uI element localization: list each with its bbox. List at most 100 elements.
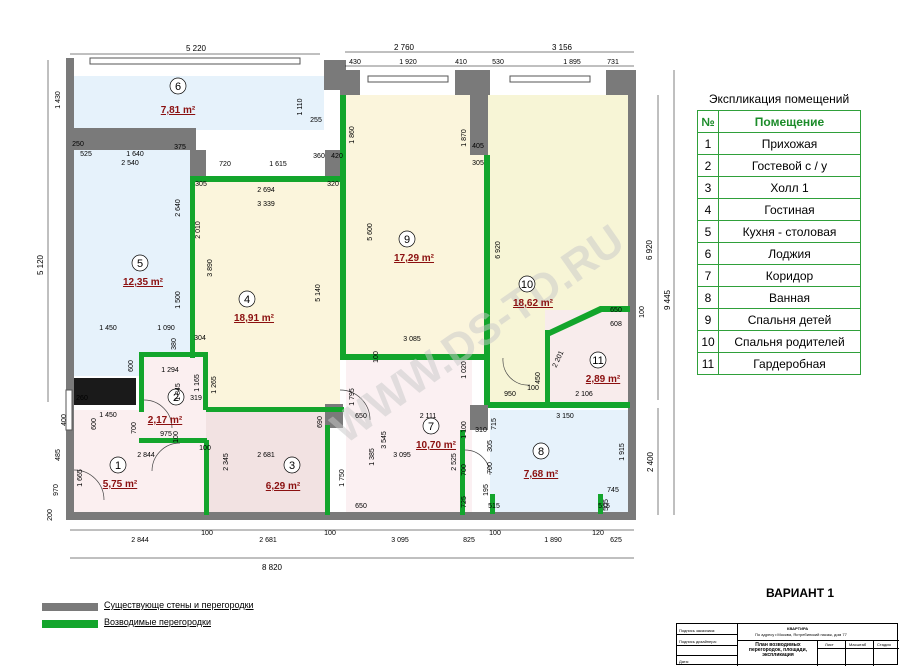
svg-text:2 760: 2 760 — [394, 43, 415, 52]
legend-row-num: 4 — [697, 198, 719, 221]
room-9-fill — [346, 95, 486, 357]
svg-text:485: 485 — [55, 449, 62, 461]
svg-text:608: 608 — [610, 321, 622, 328]
legend-row-name: Прихожая — [718, 132, 861, 155]
svg-text:7,81 m²: 7,81 m² — [161, 105, 196, 116]
stamp-address: По адресу г.Москва, Ястребинский пасаж, … — [755, 632, 847, 637]
svg-text:310: 310 — [475, 427, 487, 434]
svg-text:12,35 m²: 12,35 m² — [123, 277, 164, 288]
svg-text:1 615: 1 615 — [269, 161, 287, 168]
room-8-fill — [490, 410, 630, 515]
room-label-5: 5 12,35 m² — [123, 254, 164, 288]
legend-row-name: Лоджия — [718, 242, 861, 265]
svg-text:2,17 m²: 2,17 m² — [148, 415, 183, 426]
stamp-col-list: Лист — [825, 642, 834, 647]
svg-text:1 795: 1 795 — [349, 388, 356, 406]
svg-text:400: 400 — [61, 414, 68, 426]
svg-text:5 120: 5 120 — [36, 254, 45, 275]
svg-text:250: 250 — [72, 141, 84, 148]
svg-text:515: 515 — [598, 503, 610, 510]
stamp-col-stage: Стадия — [877, 642, 891, 647]
room-6-fill — [72, 76, 324, 130]
new-walls — [139, 95, 630, 515]
stamp-designer: Подпись дизайнера: — [679, 639, 717, 644]
legend-title: Экспликация помещений — [708, 92, 850, 106]
stair-hatch — [74, 378, 136, 405]
room-label-9: 9 17,29 m² — [394, 230, 435, 264]
svg-text:715: 715 — [491, 418, 498, 430]
svg-text:17,29 m²: 17,29 m² — [394, 253, 435, 264]
svg-text:7: 7 — [428, 421, 434, 433]
svg-text:8 820: 8 820 — [262, 563, 283, 572]
key-new-label: Возводимые перегородки — [104, 617, 211, 627]
key-new-swatch — [42, 620, 98, 628]
room-7-fill — [346, 360, 472, 515]
svg-text:420: 420 — [331, 153, 343, 160]
svg-text:625: 625 — [610, 537, 622, 544]
legend-header-row: № Помещение — [697, 110, 861, 133]
svg-text:1 385: 1 385 — [369, 448, 376, 466]
svg-text:1 090: 1 090 — [157, 325, 175, 332]
room-label-10: 10 18,62 m² — [513, 275, 554, 309]
svg-text:3: 3 — [289, 460, 295, 472]
legend-row-num: 8 — [697, 286, 719, 309]
svg-text:305: 305 — [472, 160, 484, 167]
svg-text:360: 360 — [313, 153, 325, 160]
svg-text:3 150: 3 150 — [556, 413, 574, 420]
svg-text:1 430: 1 430 — [55, 91, 62, 109]
svg-text:100: 100 — [199, 445, 211, 452]
svg-text:9 445: 9 445 — [663, 289, 672, 310]
legend-row-name: Гостиная — [718, 198, 861, 221]
stamp-description: План возводимых перегородок, площади, эк… — [748, 642, 808, 658]
legend-row-num: 3 — [697, 176, 719, 199]
legend-row-num: 6 — [697, 242, 719, 265]
legend-header-num: № — [697, 110, 719, 133]
svg-text:3 890: 3 890 — [207, 259, 214, 277]
svg-text:260: 260 — [76, 395, 88, 402]
legend-row-num: 7 — [697, 264, 719, 287]
svg-text:100: 100 — [527, 385, 539, 392]
svg-text:1 915: 1 915 — [619, 443, 626, 461]
room-label-3: 3 6,29 m² — [266, 456, 301, 492]
svg-text:505: 505 — [603, 499, 610, 511]
svg-text:195: 195 — [483, 484, 490, 496]
svg-text:100: 100 — [173, 431, 180, 443]
svg-text:600: 600 — [128, 360, 135, 372]
svg-text:6,29 m²: 6,29 m² — [266, 481, 301, 492]
legend-row-name: Спальня родителей — [718, 330, 861, 353]
svg-text:4: 4 — [244, 294, 250, 306]
legend-row-name: Холл 1 — [718, 176, 861, 199]
svg-text:100: 100 — [489, 530, 501, 537]
dimension-labels: 5 220 2 760 3 156 430 1 920 410 530 1 89… — [36, 43, 672, 572]
svg-text:1 500: 1 500 — [175, 291, 182, 309]
svg-text:1 450: 1 450 — [99, 412, 117, 419]
svg-text:1 750: 1 750 — [339, 469, 346, 487]
svg-text:2 525: 2 525 — [451, 453, 458, 471]
svg-text:1 890: 1 890 — [544, 537, 562, 544]
svg-text:6 920: 6 920 — [495, 241, 502, 259]
svg-text:2 640: 2 640 — [175, 199, 182, 217]
svg-text:10,70 m²: 10,70 m² — [416, 440, 457, 451]
stamp-date: Дата: — [679, 659, 689, 664]
legend-row-num: 10 — [697, 330, 719, 353]
svg-text:1 020: 1 020 — [461, 361, 468, 379]
svg-text:1: 1 — [115, 460, 121, 472]
svg-text:1 640: 1 640 — [126, 151, 144, 158]
legend-row-num: 11 — [697, 352, 719, 375]
svg-text:100: 100 — [201, 530, 213, 537]
svg-text:18,91 m²: 18,91 m² — [234, 313, 275, 324]
windows — [65, 57, 591, 431]
svg-text:1 450: 1 450 — [99, 325, 117, 332]
svg-text:5 140: 5 140 — [315, 284, 322, 302]
svg-text:2 844: 2 844 — [137, 452, 155, 459]
svg-text:950: 950 — [504, 391, 516, 398]
